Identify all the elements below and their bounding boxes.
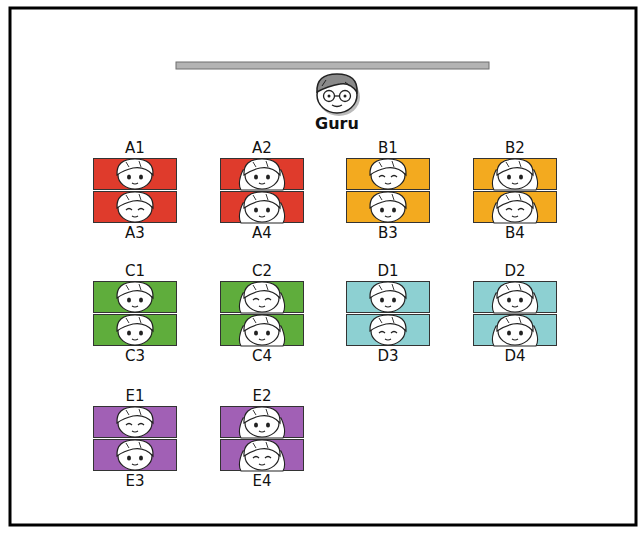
seat-box: A1 [93,158,177,190]
student-face [93,312,177,348]
seat-box: E2 [220,406,304,438]
seat-label: B1 [378,139,398,157]
student-face [220,437,304,473]
student-face [220,404,304,440]
student-face [346,189,430,225]
seat-label-holder: B3 [335,224,441,242]
seat-box: A4 [220,191,304,223]
student-face [220,312,304,348]
seat-label-holder: E2 [209,387,315,405]
seat-box: B3 [346,191,430,223]
seat-label-holder: C1 [82,262,188,280]
outer-frame [10,8,636,525]
seat-box: B2 [473,158,557,190]
student-face [346,312,430,348]
student-face [93,156,177,192]
seat-label: A3 [125,224,145,242]
teacher-label: Guru [315,114,359,133]
seat-label: D2 [504,262,525,280]
seat-label: E1 [125,387,144,405]
student-face [93,279,177,315]
seat-label-holder: A3 [82,224,188,242]
seat-label-holder: D4 [462,347,568,365]
seat-box: D2 [473,281,557,313]
seat-label-holder: D3 [335,347,441,365]
teacher-label-holder: Guru [287,115,387,133]
student-face [346,156,430,192]
seat-label: E3 [125,472,144,490]
student-face [473,156,557,192]
seat-label-holder: E1 [82,387,188,405]
seat-label-holder: C4 [209,347,315,365]
seat-label: C4 [252,347,272,365]
student-face [220,156,304,192]
seat-box: C4 [220,314,304,346]
seat-label-holder: B4 [462,224,568,242]
seat-label-holder: D2 [462,262,568,280]
seat-box: B4 [473,191,557,223]
student-face [473,312,557,348]
seat-label-holder: C2 [209,262,315,280]
seat-label: C1 [125,262,145,280]
seat-label-holder: E3 [82,472,188,490]
seat-label-holder: A1 [82,139,188,157]
seat-box: C3 [93,314,177,346]
seat-box: D3 [346,314,430,346]
seat-label-holder: E4 [209,472,315,490]
student-face [473,189,557,225]
seat-label: D3 [377,347,398,365]
seat-label: B4 [505,224,525,242]
student-face [93,189,177,225]
seat-label: A4 [252,224,272,242]
seat-label: C2 [252,262,272,280]
seat-label: A1 [125,139,145,157]
student-face [473,279,557,315]
seat-label: D4 [504,347,525,365]
seat-box: B1 [346,158,430,190]
seat-box: C1 [93,281,177,313]
seat-label-holder: D1 [335,262,441,280]
student-face [346,279,430,315]
student-face [93,437,177,473]
seat-box: D1 [346,281,430,313]
seat-label-holder: B1 [335,139,441,157]
seat-label: E2 [252,387,271,405]
seat-label: B3 [378,224,398,242]
student-face [93,404,177,440]
seat-label: B2 [505,139,525,157]
seat-box: D4 [473,314,557,346]
seat-label: C3 [125,347,145,365]
seat-box: C2 [220,281,304,313]
seat-label-holder: A4 [209,224,315,242]
student-face [220,189,304,225]
seat-label: E4 [252,472,271,490]
seat-box: A3 [93,191,177,223]
seat-box: A2 [220,158,304,190]
seat-label-holder: C3 [82,347,188,365]
whiteboard-bar [176,62,489,69]
seat-label: D1 [377,262,398,280]
seat-label-holder: A2 [209,139,315,157]
seat-label: A2 [252,139,272,157]
seat-box: E3 [93,439,177,471]
seat-box: E4 [220,439,304,471]
teacher-face [317,74,360,116]
seat-box: E1 [93,406,177,438]
student-face [220,279,304,315]
seat-label-holder: B2 [462,139,568,157]
